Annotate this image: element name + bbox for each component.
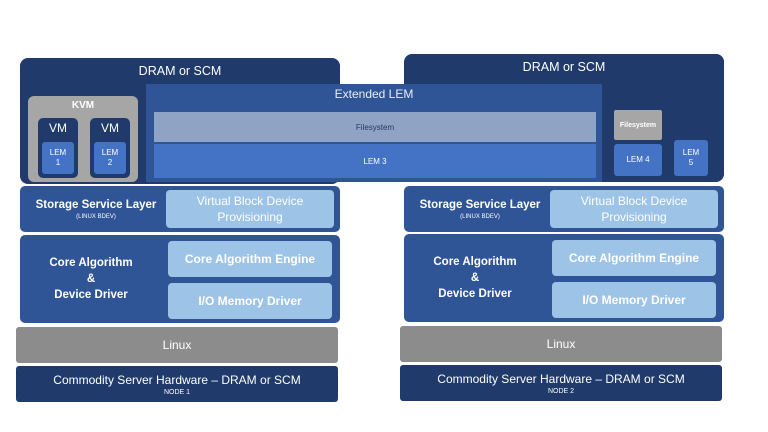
node1-linux-bar: Linux	[16, 327, 338, 363]
node2-hardware-bar: Commodity Server Hardware – DRAM or SCM …	[400, 365, 722, 401]
node1-hardware-title: Commodity Server Hardware – DRAM or SCM	[53, 372, 301, 387]
lem3-bar: LEM 3	[154, 144, 596, 178]
node1-vbd-box: Virtual Block Device Provisioning	[166, 190, 334, 228]
extended-lem-block: Extended LEM Filesystem LEM 3	[146, 84, 602, 182]
node1-core-title: Core Algorithm & Device Driver	[49, 256, 133, 302]
node2-hardware-node: NODE 2	[547, 387, 575, 395]
node2-dram-top: DRAM or SCM	[404, 54, 724, 84]
node2-core-engine-box: Core Algorithm Engine	[552, 240, 716, 276]
vm-2: VM LEM 2	[90, 118, 130, 178]
node2-storage-title: Storage Service Layer	[419, 198, 541, 211]
node2-linux-bar: Linux	[400, 326, 722, 362]
node2-storage-subtitle: (LINUX BDEV)	[460, 213, 500, 220]
node1-hardware-bar: Commodity Server Hardware – DRAM or SCM …	[16, 366, 338, 402]
kvm-title: KVM	[71, 100, 95, 111]
lem-4-box: LEM 4	[614, 144, 662, 176]
node1-dram-title: DRAM or SCM	[138, 64, 222, 78]
vm-1: VM LEM 1	[38, 118, 78, 178]
lem-2-box: LEM 2	[94, 142, 126, 174]
node1-core-engine-box: Core Algorithm Engine	[168, 241, 332, 277]
extended-lem-title: Extended LEM	[334, 87, 414, 101]
node2-filesystem-box: Filesystem	[614, 110, 662, 140]
node2-dram-title: DRAM or SCM	[522, 60, 606, 74]
node2-core-layer: Core Algorithm & Device Driver Core Algo…	[404, 234, 724, 322]
lem-1-box: LEM 1	[42, 142, 74, 174]
vm-1-label: VM	[49, 121, 67, 135]
node2-core-title: Core Algorithm & Device Driver	[433, 255, 517, 301]
node1-core-layer: Core Algorithm & Device Driver Core Algo…	[20, 235, 340, 323]
node2-storage-label: Storage Service Layer (LINUX BDEV)	[408, 190, 552, 228]
vm-2-label: VM	[101, 121, 119, 135]
node2-vbd-box: Virtual Block Device Provisioning	[550, 190, 718, 228]
node2-hardware-title: Commodity Server Hardware – DRAM or SCM	[437, 371, 685, 386]
shared-filesystem-bar: Filesystem	[154, 112, 596, 142]
node1-hardware-node: NODE 1	[163, 388, 191, 396]
node1-storage-layer: Storage Service Layer (LINUX BDEV) Virtu…	[20, 186, 340, 232]
lem-5-box: LEM 5	[674, 140, 708, 176]
node1-storage-title: Storage Service Layer	[35, 198, 157, 211]
node1-io-driver-box: I/O Memory Driver	[168, 283, 332, 319]
node2-storage-layer: Storage Service Layer (LINUX BDEV) Virtu…	[404, 186, 724, 232]
node2-io-driver-box: I/O Memory Driver	[552, 282, 716, 318]
node1-storage-subtitle: (LINUX BDEV)	[76, 213, 116, 220]
kvm-block: KVM VM LEM 1 VM LEM 2	[28, 96, 138, 182]
node1-storage-label: Storage Service Layer (LINUX BDEV)	[24, 190, 168, 228]
